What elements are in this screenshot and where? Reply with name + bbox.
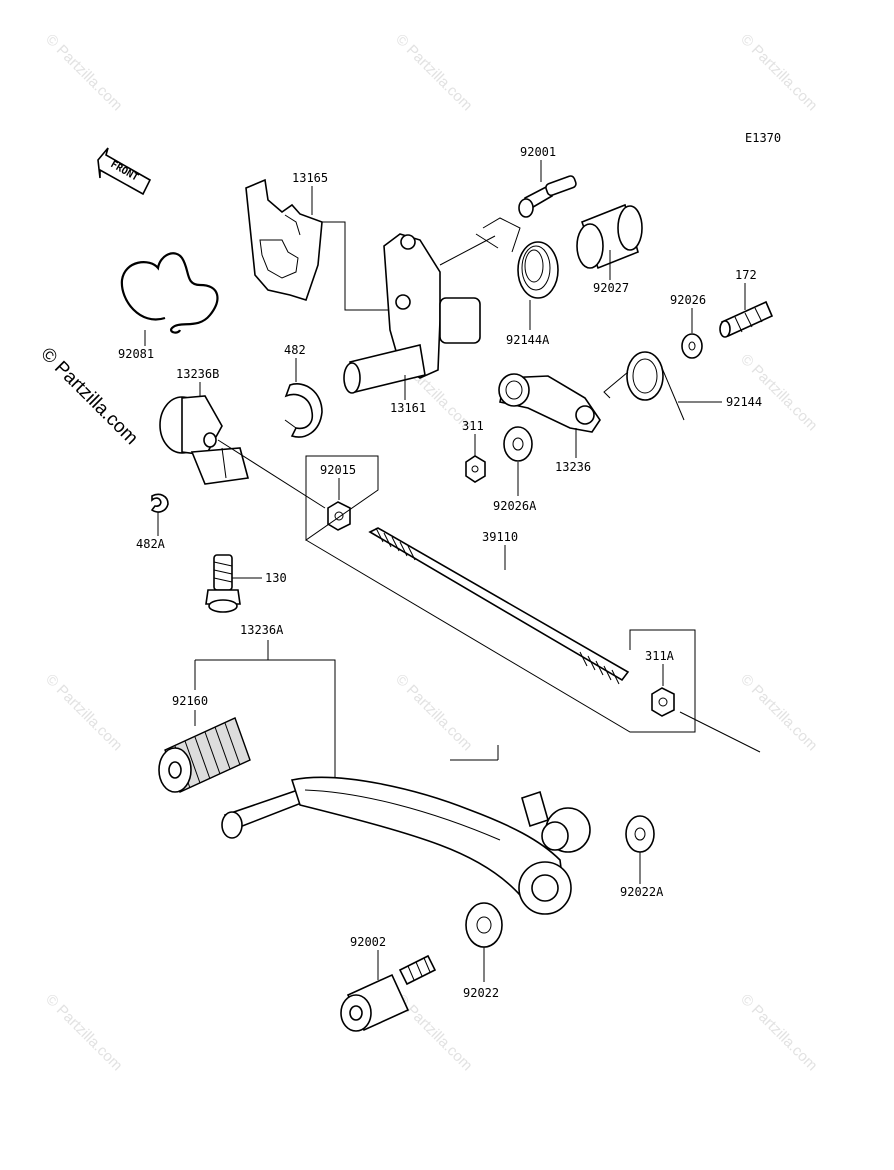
- label-13236A: 13236A: [240, 623, 284, 637]
- rod-bracket-line: [305, 455, 379, 541]
- watermark-8: © Partzilla.com: [737, 671, 820, 754]
- part-92015-nut: [327, 501, 351, 531]
- label-311: 311: [462, 419, 484, 433]
- part-13236A-shift-pedal: [221, 776, 591, 915]
- label-92027: 92027: [593, 281, 629, 295]
- part-92160-pedal-rubber: [158, 717, 251, 793]
- watermark-6: © Partzilla.com: [42, 671, 125, 754]
- watermark-7: © Partzilla.com: [392, 671, 475, 754]
- label-92026A: 92026A: [493, 499, 537, 513]
- part-13165-plate: [245, 178, 323, 301]
- part-92026A-washer: [503, 426, 533, 462]
- part-92026-washer: [681, 333, 703, 359]
- diagram-code: E1370: [745, 131, 781, 145]
- label-130: 130: [265, 571, 287, 585]
- label-92015: 92015: [320, 463, 356, 477]
- label-92160: 92160: [172, 694, 208, 708]
- label-92144: 92144: [726, 395, 762, 409]
- front-arrow-icon: FRONT: [97, 147, 152, 196]
- part-130-bolt: [205, 554, 241, 613]
- part-13236B-clamp: [159, 395, 250, 485]
- label-92081: 92081: [118, 347, 154, 361]
- part-92022-washer: [465, 902, 503, 948]
- part-92144A-spring: [475, 217, 559, 299]
- part-92027-collar: [576, 203, 643, 270]
- watermark-11: © Partzilla.com: [737, 991, 820, 1074]
- part-172-stud: [719, 300, 774, 338]
- label-482: 482: [284, 343, 306, 357]
- part-92001-pin: [518, 175, 577, 218]
- watermarks: © Partzilla.com © Partzilla.com © Partzi…: [36, 31, 820, 1074]
- part-92081-circlip: [120, 252, 219, 334]
- part-13161-shift-shaft: [343, 233, 481, 394]
- watermark-5: © Partzilla.com: [737, 351, 820, 434]
- label-482A: 482A: [136, 537, 166, 551]
- label-92022A: 92022A: [620, 885, 664, 899]
- part-92002-pivot-bolt: [340, 954, 437, 1032]
- label-13236: 13236: [555, 460, 591, 474]
- label-13165: 13165: [292, 171, 328, 185]
- watermark-3: © Partzilla.com: [737, 31, 820, 114]
- label-92144A: 92144A: [506, 333, 550, 347]
- label-13161: 13161: [390, 401, 426, 415]
- label-92002: 92002: [350, 935, 386, 949]
- part-311A-nut: [651, 687, 675, 717]
- part-482-clip: [284, 383, 323, 438]
- part-92022A-washer: [625, 815, 655, 853]
- label-172: 172: [735, 268, 757, 282]
- label-39110: 39110: [482, 530, 518, 544]
- part-482A-clip: [150, 493, 169, 513]
- part-311-nut: [465, 455, 486, 483]
- label-13236B: 13236B: [176, 367, 219, 381]
- label-92022: 92022: [463, 986, 499, 1000]
- part-39110-tie-rod: [368, 527, 630, 685]
- watermark-1: © Partzilla.com: [42, 31, 125, 114]
- label-92026: 92026: [670, 293, 706, 307]
- part-92144-spring: [603, 351, 685, 421]
- part-13236-lever: [498, 373, 601, 433]
- label-92001: 92001: [520, 145, 556, 159]
- watermark-9: © Partzilla.com: [42, 991, 125, 1074]
- watermark-2: © Partzilla.com: [392, 31, 475, 114]
- label-311A: 311A: [645, 649, 675, 663]
